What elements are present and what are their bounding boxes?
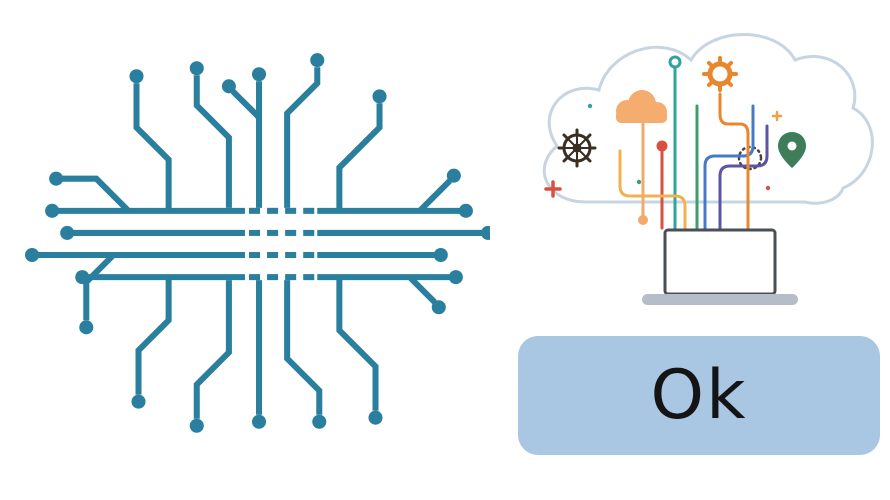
circuit-board-graphic [18, 18, 490, 482]
ok-button[interactable]: Ok [518, 336, 880, 455]
sparkle-dot [636, 179, 642, 185]
wire [718, 92, 750, 230]
circuit-board-svg [25, 53, 490, 433]
plus-icon [771, 110, 783, 122]
wire [718, 124, 769, 230]
wire [638, 122, 648, 225]
sparkle-dot [765, 185, 771, 191]
wire [668, 55, 682, 230]
wire [618, 149, 687, 230]
plus-icon [544, 180, 562, 198]
sparkle-dot [587, 103, 593, 109]
cloud-computing-graphic [515, 2, 885, 320]
wire [703, 104, 755, 230]
wire [656, 140, 668, 230]
ship-wheel-icon [557, 128, 597, 168]
circuit-node-dots [25, 53, 490, 433]
circuit-traces [38, 67, 482, 419]
cloud-computing-svg [542, 33, 874, 305]
cloud-icon [616, 90, 667, 123]
gear-icon [702, 56, 738, 92]
cloud-outline [542, 33, 874, 205]
location-pin-icon [778, 132, 806, 168]
ok-button-label: Ok [650, 356, 748, 435]
cloud-wires [618, 55, 769, 230]
circuit-dash-block [248, 207, 315, 281]
dotted-circle-icon [737, 145, 763, 171]
laptop-icon [642, 228, 798, 305]
